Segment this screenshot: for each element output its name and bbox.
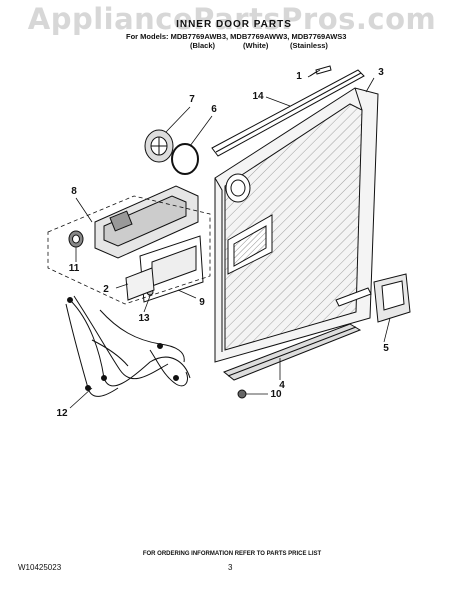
- hinge-screw: [237, 389, 247, 399]
- subassembly-outline: [47, 195, 211, 305]
- spacer-plate: [125, 267, 155, 301]
- callout-6: 6: [211, 104, 217, 115]
- models-line: For Models: MDB7769AWB3, MDB7769AWW3, MD…: [126, 32, 347, 41]
- callout-9: 9: [199, 297, 205, 308]
- callout-11: 11: [68, 263, 80, 274]
- callout-4: 4: [279, 380, 285, 391]
- vent-cap: [144, 129, 174, 163]
- variant-white: (White): [243, 41, 269, 50]
- document-number: W10425023: [18, 563, 62, 572]
- vent-gasket: [171, 143, 199, 175]
- door-gasket: [211, 69, 365, 157]
- leader-lines: [69, 69, 391, 409]
- callout-3: 3: [378, 67, 384, 78]
- callout-2: 2: [103, 284, 109, 295]
- callout-1: 1: [296, 71, 302, 82]
- wire-harness: [65, 295, 191, 397]
- variant-stainless: (Stainless): [290, 41, 328, 50]
- callout-12: 12: [56, 408, 68, 419]
- page-title: INNER DOOR PARTS: [176, 19, 292, 30]
- callout-5: 5: [383, 343, 389, 354]
- callout-10: 10: [270, 389, 282, 400]
- top-clip: [309, 65, 332, 77]
- ordering-note: FOR ORDERING INFORMATION REFER TO PARTS …: [142, 551, 322, 557]
- lower-door-trim: [223, 287, 372, 381]
- page-number: 3: [228, 563, 233, 572]
- inner-door-panel: [214, 87, 379, 363]
- callout-14: 14: [252, 91, 264, 102]
- callout-13: 13: [138, 313, 150, 324]
- side-bracket: [373, 273, 411, 323]
- watermark: AppliancePartsPros.com: [27, 2, 437, 36]
- callout-7: 7: [189, 94, 195, 105]
- variant-black: (Black): [190, 41, 216, 50]
- rinse-aid-cap: [68, 230, 84, 248]
- dispenser-assembly: [94, 185, 199, 259]
- callout-8: 8: [71, 186, 77, 197]
